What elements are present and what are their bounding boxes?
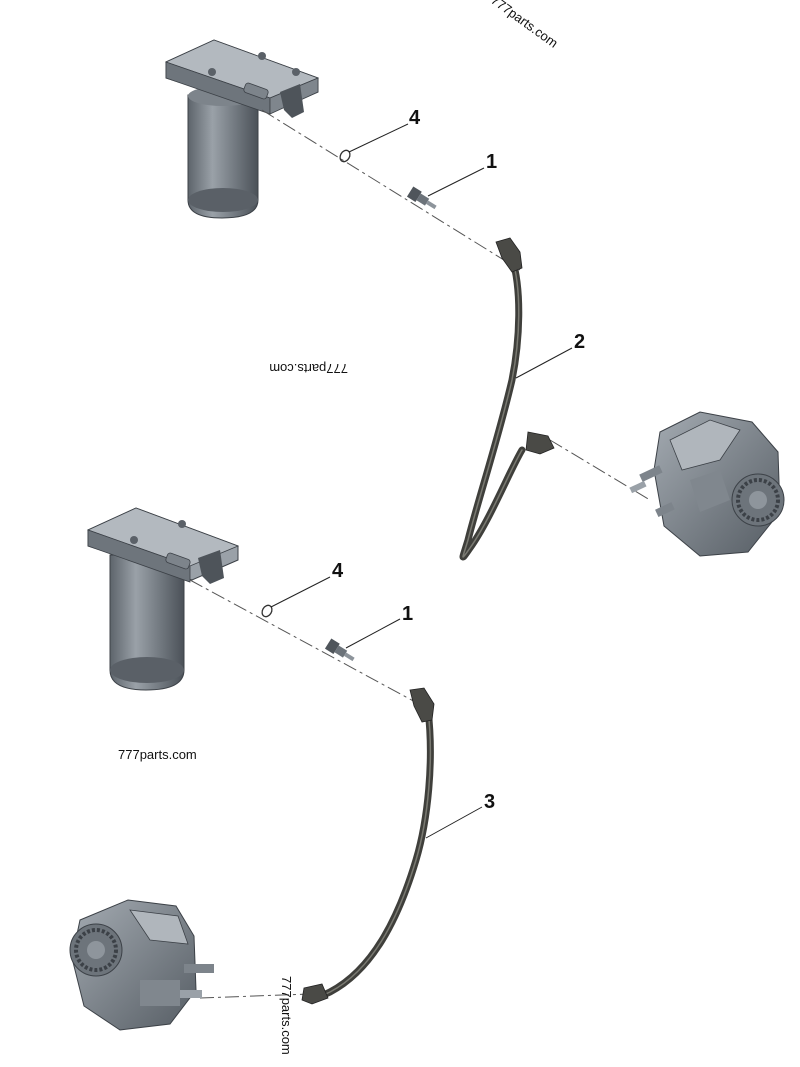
watermark-top-right: 777parts.com — [488, 0, 561, 51]
assembly-axis-top — [261, 109, 521, 271]
assembly-axis-bottom-pump — [199, 993, 311, 999]
callout-1-top: 1 — [486, 151, 497, 173]
callout-leaders — [270, 123, 573, 839]
watermark-left: 777parts.com — [118, 747, 197, 762]
connector-fitting-top — [406, 186, 437, 210]
callout-2: 2 — [574, 331, 585, 353]
connector-fitting-bottom — [324, 638, 355, 662]
callout-4-top: 4 — [409, 107, 421, 129]
fuel-hose-2 — [459, 237, 555, 561]
callout-1-bottom: 1 — [402, 603, 413, 625]
callout-4-bottom: 4 — [332, 560, 344, 582]
callout-3: 3 — [484, 791, 495, 813]
fuel-hose-3 — [301, 687, 435, 1005]
fuel-filter-housing-top — [164, 39, 320, 219]
assembly-axis-top-pump — [549, 439, 651, 501]
fuel-filter-housing-bottom — [86, 507, 240, 691]
o-ring-top — [339, 149, 351, 163]
o-ring-bottom — [261, 604, 273, 618]
fuel-pump-bottom — [69, 899, 214, 1031]
assembly-axis-bottom — [189, 579, 431, 711]
watermark-middle: 777parts.com — [269, 361, 348, 376]
fuel-pump-top — [629, 411, 785, 557]
watermark-bottom: 777parts.com — [279, 976, 294, 1055]
